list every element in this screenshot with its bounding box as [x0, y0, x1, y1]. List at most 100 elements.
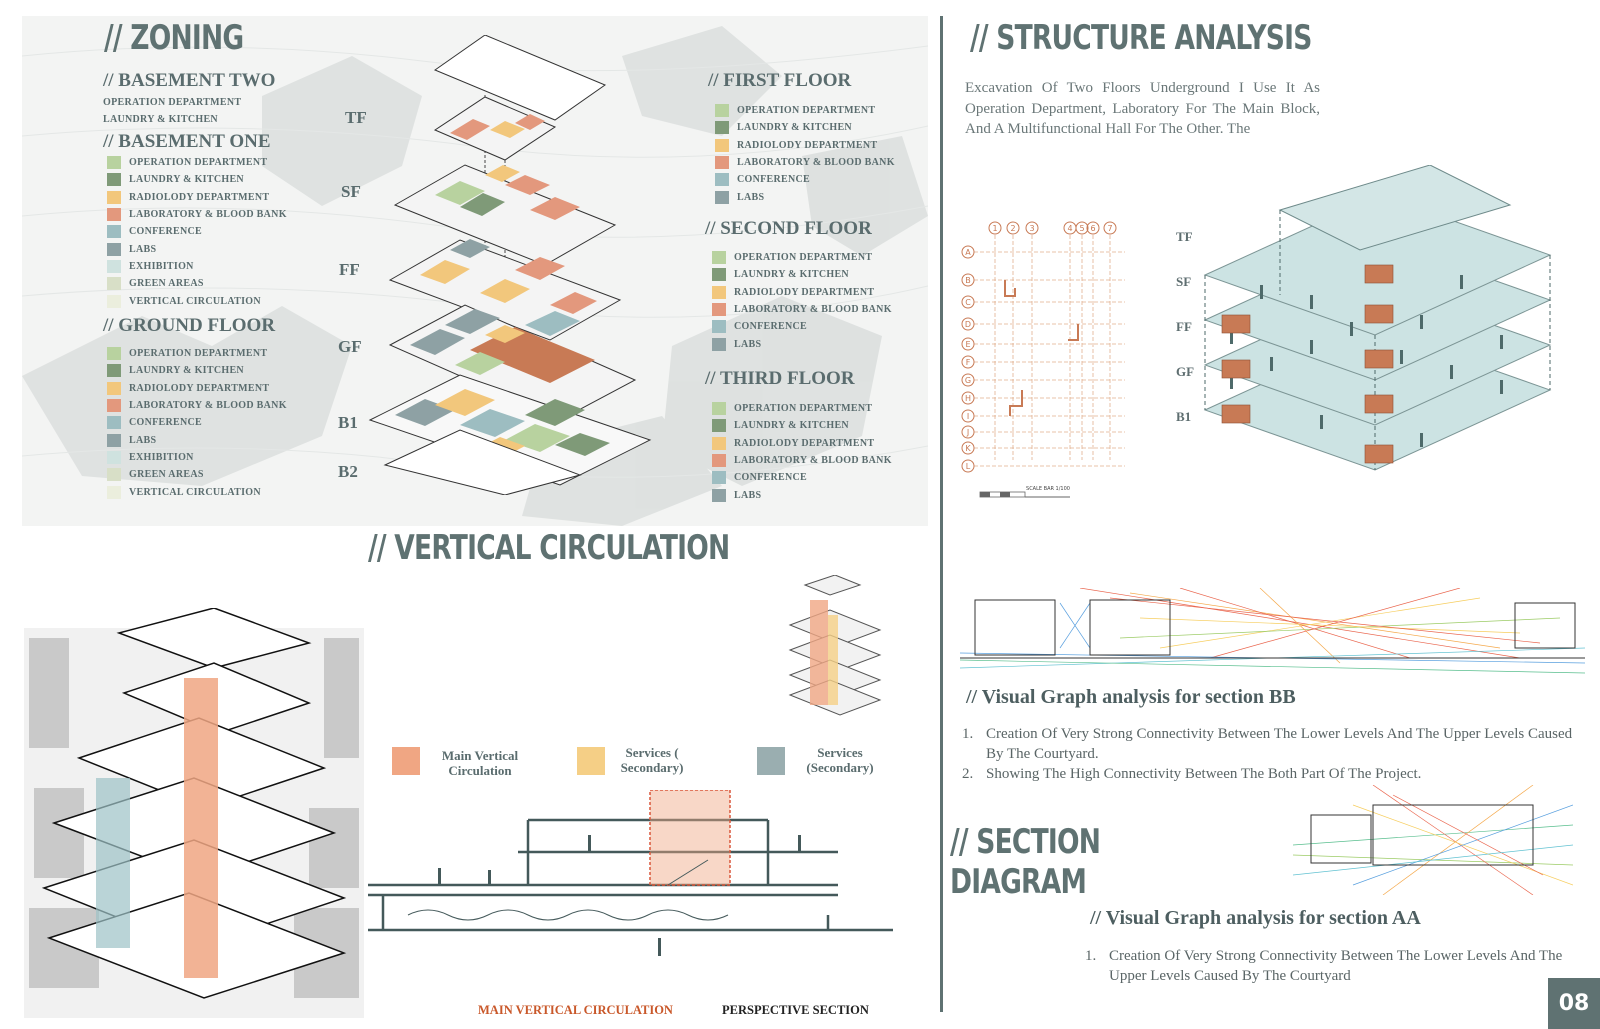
- level-label-gf: GF: [338, 337, 362, 356]
- legend-item: OPERATION DEPARTMENT: [712, 249, 892, 266]
- basement-two-list: OPERATION DEPARTMENT LAUNDRY & KITCHEN: [103, 94, 241, 128]
- first-floor-heading: // FIRST FLOOR: [708, 70, 852, 91]
- grid-row-label: K: [965, 444, 971, 453]
- section-aa-heading: // Visual Graph analysis for section AA: [1090, 907, 1421, 929]
- level-label-b1: B1: [338, 413, 358, 432]
- legend-item: LABORATORY & BLOOD BANK: [107, 206, 287, 223]
- small-circulation-axonometric: [788, 575, 882, 716]
- first-floor-legend: OPERATION DEPARTMENT LAUNDRY & KITCHEN R…: [715, 102, 895, 206]
- legend-item: GREEN AREAS: [107, 466, 287, 483]
- list-item: 2.Showing The High Connectivity Between …: [962, 766, 1422, 782]
- swatch-laundry: [712, 268, 726, 282]
- swatch-labs: [712, 337, 726, 351]
- legend-item: EXHIBITION: [107, 258, 287, 275]
- visual-graph-section-aa: [1293, 785, 1573, 895]
- floor-tf: [433, 96, 557, 161]
- legend-services-grey: [757, 747, 785, 775]
- legend-item: VERTICAL CIRCULATION: [107, 292, 287, 309]
- grid-row-label: D: [965, 320, 971, 329]
- swatch-lab: [715, 156, 729, 170]
- legend-item: LABS: [107, 240, 287, 257]
- swatch-conference: [712, 471, 726, 485]
- grid-row-label: H: [965, 394, 971, 403]
- caption-perspective-section: PERSPECTIVE SECTION: [722, 1003, 869, 1017]
- legend-item: RADIOLODY DEPARTMENT: [107, 189, 287, 206]
- section-aa-list: 1.Creation Of Very Strong Connectivity B…: [1085, 946, 1575, 986]
- legend-item: LABORATORY & BLOOD BANK: [715, 154, 895, 171]
- legend-item: CONFERENCE: [715, 171, 895, 188]
- swatch-radiology: [715, 138, 729, 152]
- page-number: 08: [1558, 991, 1590, 1016]
- swatch-labs: [712, 488, 726, 502]
- vertical-divider: [940, 16, 943, 1012]
- circulation-exploded-axonometric: [24, 608, 364, 1018]
- floor-b2: [383, 429, 582, 495]
- ground-floor-legend: OPERATION DEPARTMENT LAUNDRY & KITCHEN R…: [107, 345, 287, 501]
- list-item: 1. Creation Of Very Strong Connectivity …: [962, 726, 1573, 762]
- swatch-conference: [712, 320, 726, 334]
- grid-row-label: I: [967, 412, 969, 421]
- legend-item: LAUNDRY & KITCHEN: [712, 417, 892, 434]
- legend-services-grey-label: Services (Secondary): [806, 745, 874, 775]
- swatch-lab: [107, 399, 121, 413]
- swatch-radiology: [712, 436, 726, 450]
- swatch-radiology: [712, 285, 726, 299]
- basement-one-legend: OPERATION DEPARTMENT LAUNDRY & KITCHEN R…: [107, 154, 287, 310]
- second-floor-heading: // SECOND FLOOR: [705, 218, 872, 239]
- third-floor-legend: OPERATION DEPARTMENT LAUNDRY & KITCHEN R…: [712, 400, 892, 504]
- grid-col-label: 7: [1107, 224, 1112, 233]
- grid-col-label: 3: [1029, 224, 1034, 233]
- section-bb-list: 1. Creation Of Very Strong Connectivity …: [962, 724, 1577, 784]
- legend-item: RADIOLODY DEPARTMENT: [715, 137, 895, 154]
- structural-grid-plan: 1 2 3 4 5 6 7 A B C D E F G H I J K L: [961, 221, 1125, 498]
- structure-level-gf: GF: [1176, 364, 1195, 379]
- slab-tf: [1278, 165, 1512, 251]
- section-main-circulation: [650, 790, 730, 885]
- vertical-circulation-title: // VERTICAL CIRCULATION: [368, 528, 730, 568]
- swatch-operation: [712, 251, 726, 265]
- swatch-radiology: [107, 381, 121, 395]
- third-floor-heading: // THIRD FLOOR: [705, 368, 855, 389]
- swatch-radiology: [107, 190, 121, 204]
- caption-main-vertical-circulation: MAIN VERTICAL CIRCULATION: [478, 1003, 673, 1017]
- swatch-lab: [712, 303, 726, 317]
- grid-row-label: L: [966, 462, 971, 471]
- legend-item: OPERATION DEPARTMENT: [107, 154, 287, 171]
- grid-col-label: 1: [992, 224, 997, 233]
- legend-item: LAUNDRY & KITCHEN: [107, 362, 287, 379]
- basement-one-heading: // BASEMENT ONE: [103, 131, 271, 152]
- grid-row-label: J: [966, 428, 969, 437]
- roof-slab: [433, 35, 607, 121]
- swatch-operation: [107, 156, 121, 170]
- list-item: 1.Creation Of Very Strong Connectivity B…: [1085, 948, 1563, 984]
- legend-item: OPERATION DEPARTMENT: [712, 400, 892, 417]
- secondary-circulation-shaft: [96, 778, 130, 948]
- grid-row-label: G: [965, 376, 971, 385]
- main-circulation-shaft: [184, 678, 218, 978]
- legend-item: CONFERENCE: [107, 223, 287, 240]
- zoning-exploded-axonometric: [368, 35, 652, 495]
- legend-item: LABS: [715, 188, 895, 205]
- grid-row-label: B: [965, 276, 971, 285]
- legend-item: RADIOLODY DEPARTMENT: [712, 435, 892, 452]
- legend-item: VERTICAL CIRCULATION: [107, 483, 287, 500]
- grid-col-label: 2: [1010, 224, 1015, 233]
- structure-title: // STRUCTURE ANALYSIS: [970, 18, 1312, 58]
- swatch-lab: [107, 208, 121, 222]
- legend-item: RADIOLODY DEPARTMENT: [107, 380, 287, 397]
- legend-item: LABS: [107, 431, 287, 448]
- structure-level-ff: FF: [1176, 319, 1192, 334]
- legend-item: CONFERENCE: [107, 414, 287, 431]
- swatch-laundry: [712, 419, 726, 433]
- legend-main-vertical-label: Main Vertical Circulation: [441, 748, 519, 778]
- ground-floor-heading: // GROUND FLOOR: [103, 315, 276, 336]
- legend-item: LABORATORY & BLOOD BANK: [712, 452, 892, 469]
- visual-graph-section-bb: [960, 588, 1585, 683]
- legend-item: OPERATION DEPARTMENT: [107, 345, 287, 362]
- legend-item: EXHIBITION: [107, 449, 287, 466]
- swatch-conference: [715, 173, 729, 187]
- swatch-labs: [107, 242, 121, 256]
- floor-sf: [393, 164, 617, 266]
- swatch-laundry: [715, 121, 729, 135]
- level-label-tf: TF: [345, 108, 367, 127]
